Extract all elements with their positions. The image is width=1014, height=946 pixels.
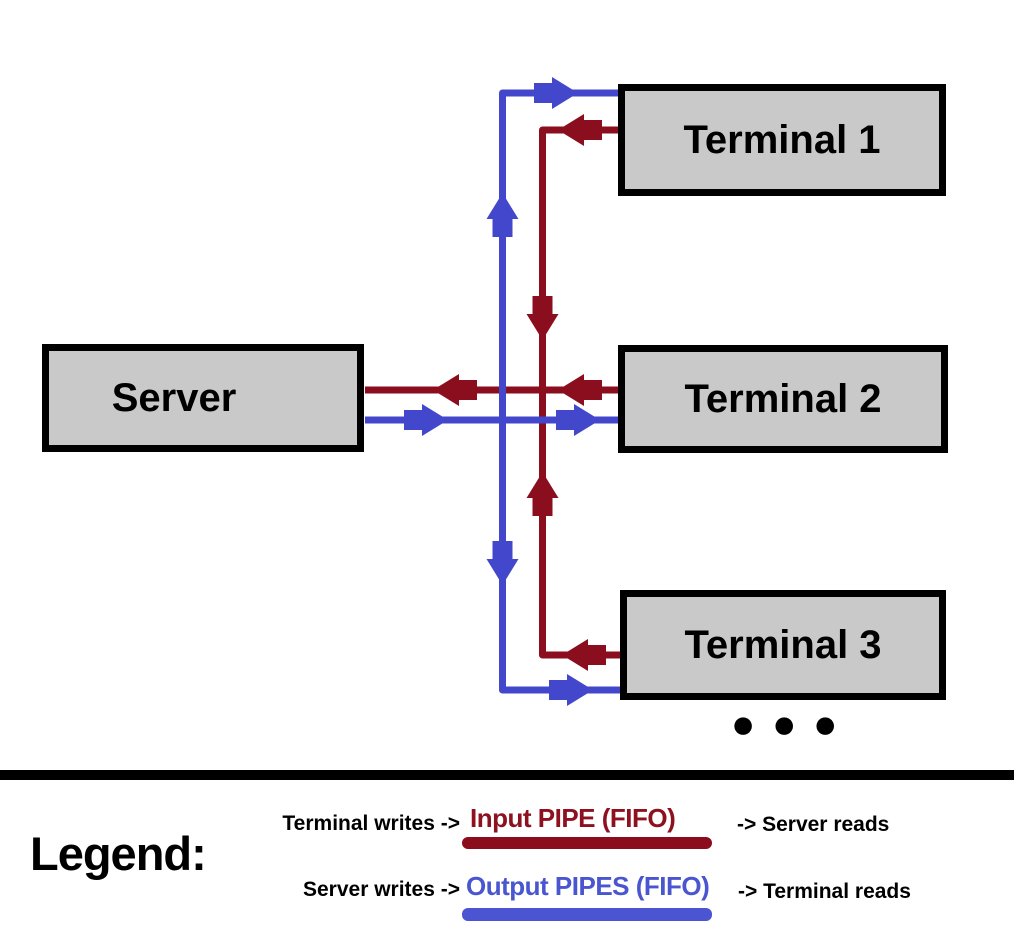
- legend-output-pipe-swatch: [462, 908, 712, 921]
- input-arrow-from-terminal-3-icon: [562, 639, 606, 671]
- input-arrow-down-branch-icon: [526, 296, 559, 340]
- flow-direction-arrows: [404, 77, 606, 706]
- legend-input-writer-text: Terminal writes ->: [282, 812, 460, 835]
- output-arrow-from-server-icon: [404, 404, 448, 436]
- legend-title: Legend:: [30, 827, 207, 880]
- server-box: Server: [42, 344, 364, 452]
- terminal-2-label: Terminal 2: [684, 376, 882, 421]
- terminal-1-box: Terminal 1: [618, 84, 946, 196]
- input-arrow-from-terminal-2-icon: [558, 374, 602, 406]
- output-arrow-down-branch-icon: [486, 541, 519, 585]
- server-label: Server: [111, 375, 237, 420]
- input-arrow-from-terminal-1-icon: [558, 114, 602, 146]
- output-arrow-up-branch-icon: [486, 193, 519, 237]
- legend-input-pipe-text: Input PIPE (FIFO): [470, 803, 676, 833]
- legend-input-reader-text: -> Server reads: [737, 813, 890, 836]
- input-arrow-to-server-icon: [433, 374, 477, 406]
- legend-output-pipe-text: Output PIPES (FIFO): [466, 871, 710, 901]
- legend-output-reader-text: -> Terminal reads: [738, 880, 911, 903]
- output-arrow-to-terminal-3-icon: [549, 674, 593, 706]
- terminal-3-label: Terminal 3: [684, 622, 882, 667]
- terminal-3-box: Terminal 3: [620, 590, 946, 700]
- more-terminals-ellipsis: ●●●: [733, 712, 857, 738]
- legend-input-pipe-swatch: [462, 837, 712, 849]
- legend-output-writer-text: Server writes ->: [302, 878, 460, 901]
- terminal-1-label: Terminal 1: [683, 117, 881, 162]
- output-arrow-to-terminal-2-icon: [556, 404, 600, 436]
- output-arrow-to-terminal-1-icon: [534, 77, 578, 109]
- legend-divider-bar: [0, 770, 1014, 780]
- input-arrow-up-branch-icon: [526, 472, 559, 516]
- terminal-2-box: Terminal 2: [618, 345, 948, 453]
